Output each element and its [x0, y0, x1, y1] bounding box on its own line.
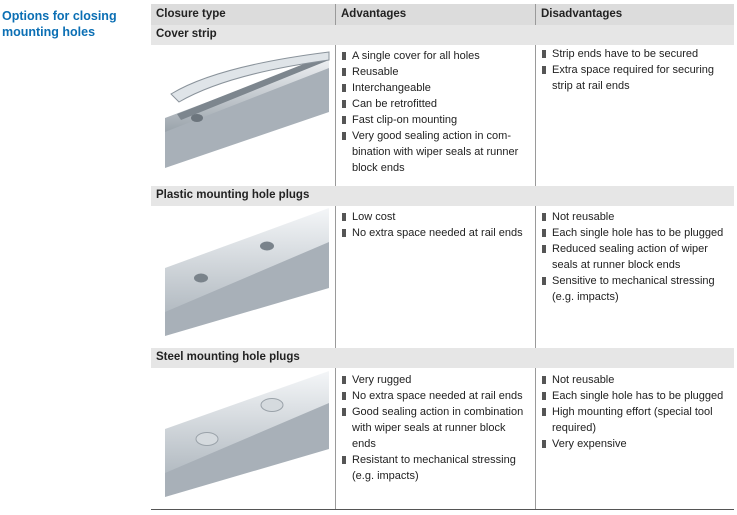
table-bottom-rule — [151, 509, 734, 510]
list-item: Reduced sealing action of wiper seals at… — [541, 241, 731, 273]
list-item: No extra space needed at rail ends — [341, 388, 531, 404]
steel-plugs-rail-image — [165, 371, 329, 497]
list-item: Very expensive — [541, 436, 731, 452]
list-item: Not reusable — [541, 209, 731, 225]
list-item: Extra space required for securing strip … — [541, 62, 731, 94]
cover-strip-disadvantages: Strip ends have to be secured Extra spac… — [541, 46, 731, 94]
list-item: Resistant to mechanical stressing (e.g. … — [341, 452, 531, 484]
cover-strip-advantages: A single cover for all holes Reusable In… — [341, 48, 531, 176]
list-item: Low cost — [341, 209, 531, 225]
steel-plugs-disadvantages: Not reusable Each single hole has to be … — [541, 372, 731, 452]
list-item: Very rugged — [341, 372, 531, 388]
plastic-plugs-disadvantages: Not reusable Each single hole has to be … — [541, 209, 731, 305]
header-advantages: Advantages — [341, 8, 407, 20]
list-item: Each single hole has to be plugged — [541, 388, 731, 404]
list-item: Each single hole has to be plugged — [541, 225, 731, 241]
list-item: Not reusable — [541, 372, 731, 388]
column-divider-2 — [535, 4, 536, 509]
table-header: Closure type Advantages Disadvantages — [151, 4, 734, 25]
section-header-cover-strip: Cover strip — [151, 25, 734, 45]
list-item: Good sealing action in combination with … — [341, 404, 531, 452]
section-header-plastic-plugs: Plastic mounting hole plugs — [151, 186, 734, 206]
steel-plugs-advantages: Very rugged No extra space needed at rai… — [341, 372, 531, 484]
list-item: Strip ends have to be secured — [541, 46, 731, 62]
plastic-plugs-rail-image — [165, 208, 329, 336]
list-item: Sensitive to mechanical stressing (e.g. … — [541, 273, 731, 305]
list-item: High mounting effort (special tool requi… — [541, 404, 731, 436]
section-header-steel-plugs: Steel mounting hole plugs — [151, 348, 734, 368]
header-disadvantages: Disadvantages — [541, 8, 623, 20]
section-title: Steel mounting hole plugs — [156, 351, 300, 363]
page-side-title: Options for closing mounting holes — [2, 9, 117, 39]
list-item: Fast clip-on mounting — [341, 112, 531, 128]
section-title: Plastic mounting hole plugs — [156, 189, 310, 201]
plastic-plugs-advantages: Low cost No extra space needed at rail e… — [341, 209, 531, 241]
list-item: Can be retrofitted — [341, 96, 531, 112]
list-item: Interchangeable — [341, 80, 531, 96]
closure-options-table: Closure type Advantages Disadvantages Co… — [151, 4, 734, 510]
section-title: Cover strip — [156, 28, 217, 40]
list-item: A single cover for all holes — [341, 48, 531, 64]
column-divider-1 — [335, 4, 336, 509]
header-closure-type: Closure type — [156, 8, 226, 20]
list-item: Very good sealing action in com-bination… — [341, 128, 531, 176]
list-item: Reusable — [341, 64, 531, 80]
list-item: No extra space needed at rail ends — [341, 225, 531, 241]
cover-strip-rail-image — [165, 51, 330, 168]
